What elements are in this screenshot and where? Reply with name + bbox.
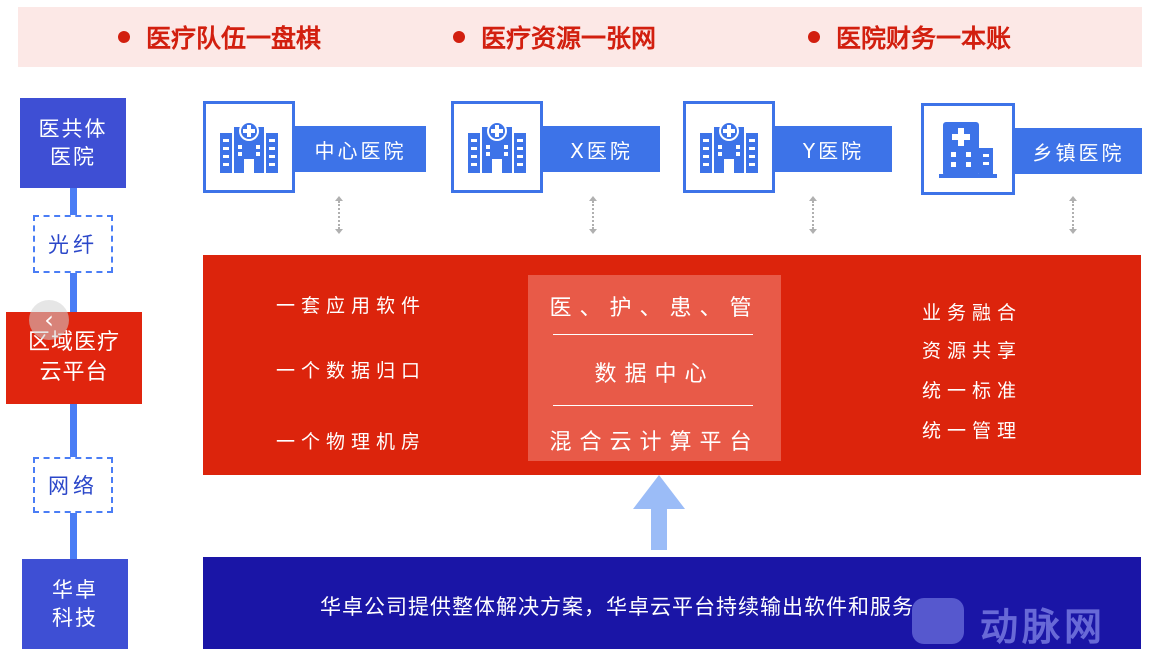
hospital-card-central — [203, 101, 295, 193]
banner-item-label: 医疗队伍一盘棋 — [146, 24, 322, 53]
hospital-building-icon — [700, 121, 758, 173]
banner-item-label: 医院财务一本账 — [836, 24, 1012, 53]
platform-center-panel — [528, 275, 781, 461]
chevron-left-icon[interactable]: ‹ — [29, 300, 69, 340]
network-link-box: 网络 — [33, 457, 113, 513]
hybrid-cloud-text: 混合云计算平台 — [549, 430, 760, 455]
hospital-label-y: Y医院 — [775, 126, 892, 172]
center-top-text: 医、护、患、管 — [549, 296, 760, 321]
regional-cloud-platform-box: 区域医疗 云平台 — [6, 312, 142, 404]
platform-right-item: 业务融合 — [922, 302, 1023, 324]
up-arrow-icon — [633, 475, 685, 509]
up-arrow-shaft — [651, 508, 667, 550]
hospital-building-icon — [468, 121, 526, 173]
bidirectional-arrow-icon — [1069, 196, 1077, 234]
fiber-link-box: 光纤 — [33, 215, 113, 273]
hospital-label-x: X医院 — [543, 126, 660, 172]
hospital-card-y — [683, 101, 775, 193]
platform-left-item: 一个数据归口 — [276, 360, 427, 382]
watermark-text: 动脉网 — [980, 605, 1107, 649]
bidirectional-arrow-icon — [335, 196, 343, 234]
banner-item-1: 医疗队伍一盘棋 — [118, 7, 321, 67]
platform-right-item: 资源共享 — [922, 340, 1023, 362]
bottom-statement-bar — [203, 557, 1141, 649]
banner-item-label: 医疗资源一张网 — [481, 24, 657, 53]
divider — [553, 334, 753, 335]
top-banner: 医疗队伍一盘棋 医疗资源一张网 医院财务一本账 — [18, 7, 1142, 67]
banner-item-2: 医疗资源一张网 — [453, 7, 656, 67]
clinic-building-icon — [939, 122, 997, 178]
bullet-dot-icon — [453, 31, 465, 43]
huazhuo-tech-box: 华卓 科技 — [22, 559, 128, 649]
bidirectional-arrow-icon — [809, 196, 817, 234]
platform-right-item: 统一管理 — [922, 420, 1023, 442]
watermark-logo-icon — [912, 598, 964, 644]
bidirectional-arrow-icon — [589, 196, 597, 234]
divider — [553, 405, 753, 406]
bottom-statement-text: 华卓公司提供整体解决方案，华卓云平台持续输出软件和服务 — [320, 595, 914, 619]
hospital-label-central: 中心医院 — [295, 126, 426, 172]
banner-item-3: 医院财务一本账 — [808, 7, 1011, 67]
medical-alliance-hospital-box: 医共体 医院 — [20, 98, 126, 188]
hospital-label-township: 乡镇医院 — [1015, 128, 1142, 174]
hospital-card-township — [921, 103, 1015, 195]
hospital-card-x — [451, 101, 543, 193]
platform-right-item: 统一标准 — [922, 380, 1023, 402]
data-center-text: 数据中心 — [594, 362, 715, 387]
bullet-dot-icon — [118, 31, 130, 43]
bullet-dot-icon — [808, 31, 820, 43]
platform-left-item: 一个物理机房 — [276, 431, 427, 453]
platform-left-item: 一套应用软件 — [276, 295, 427, 317]
hospital-building-icon — [220, 121, 278, 173]
